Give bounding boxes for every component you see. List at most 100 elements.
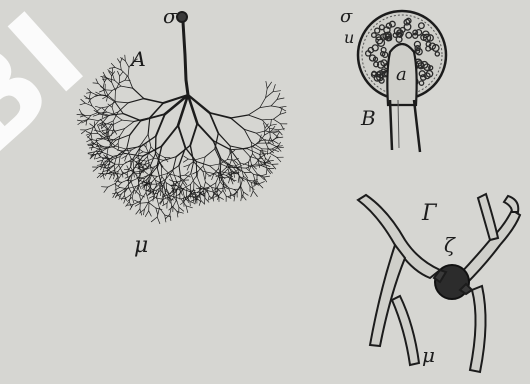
- hypha-branch: [128, 99, 144, 103]
- hypha-branch: [210, 166, 219, 173]
- hypha-branch: [113, 120, 122, 125]
- hypha-branch: [205, 182, 211, 187]
- hypha-branch: [186, 206, 192, 208]
- hypha-branch: [179, 207, 184, 211]
- hypha-branch: [178, 175, 185, 176]
- hypha-branch: [170, 214, 171, 220]
- hypha-branch: [120, 72, 123, 77]
- hypha-branch: [115, 102, 123, 114]
- hypha-branch: [266, 169, 267, 175]
- hypha-branch: [126, 202, 130, 207]
- hypha-branch: [163, 188, 164, 195]
- hypha-branch: [134, 171, 139, 180]
- hypha-branch: [131, 181, 135, 190]
- hypha-branch: [86, 132, 91, 134]
- hypha-branch: [152, 176, 157, 182]
- hypha-branch: [117, 59, 120, 63]
- hypha-branch: [143, 170, 148, 175]
- hypha-branch: [210, 113, 231, 118]
- hypha-branch: [140, 203, 148, 204]
- hypha-branch: [265, 140, 269, 148]
- hypha-branch: [280, 107, 286, 111]
- hypha-branch: [231, 149, 247, 150]
- hypha-branch: [106, 78, 112, 83]
- hypha-branch: [170, 206, 172, 215]
- hypha-branch: [280, 108, 282, 114]
- hypha-branch: [186, 188, 187, 196]
- hypha-branch: [259, 153, 270, 154]
- hypha-branch: [112, 107, 114, 114]
- hypha-branch: [106, 121, 113, 124]
- hypha-branch: [190, 124, 197, 146]
- hypha-branch: [277, 98, 284, 99]
- hypha-branch: [271, 124, 277, 125]
- hypha-branch: [191, 174, 194, 182]
- hypha-branch: [123, 114, 141, 121]
- hypha-branch: [115, 67, 121, 70]
- hypha-branch: [125, 161, 132, 162]
- hypha-branch: [143, 152, 148, 153]
- hypha-branch: [132, 178, 138, 181]
- hypha-branch: [135, 203, 140, 206]
- hypha-branch: [271, 106, 280, 108]
- hypha-branch: [234, 194, 235, 201]
- hypha-branch: [134, 171, 142, 172]
- hypha-branch: [157, 217, 160, 224]
- hypha-branch: [177, 212, 178, 218]
- hypha-branch: [149, 203, 156, 208]
- label-panel-a: А: [129, 47, 146, 71]
- sporangium-head: [177, 12, 187, 22]
- panel-a-stalk: [177, 12, 188, 95]
- hypha-branch: [77, 120, 82, 121]
- hypha-branch: [273, 91, 281, 92]
- hypha-branch: [251, 191, 254, 197]
- hypha-branch: [206, 173, 210, 177]
- hypha-branch: [146, 147, 149, 153]
- hypha-branch: [196, 157, 206, 160]
- hypha-branch: [138, 188, 140, 194]
- hypha-branch: [118, 103, 128, 112]
- hypha-branch: [127, 205, 134, 206]
- hypha-branch: [243, 192, 248, 195]
- hypha-branch: [273, 133, 277, 137]
- hypha-branch: [103, 79, 108, 80]
- hypha-branch: [147, 167, 157, 180]
- hypha-branch: [203, 191, 205, 198]
- label-a-b: a: [396, 64, 407, 85]
- hypha-branch: [181, 191, 183, 195]
- label-panel-g: Г: [421, 201, 438, 226]
- hypha-branch: [127, 166, 129, 170]
- hypha-branch: [241, 195, 242, 201]
- hypha-branch: [89, 119, 99, 121]
- hypha-branch: [99, 152, 101, 157]
- hypha-branch: [277, 93, 280, 99]
- hypha-branch: [173, 200, 176, 207]
- hypha-branch: [260, 98, 266, 108]
- hypha-branch: [149, 211, 152, 216]
- hypha-branch: [177, 212, 183, 214]
- hypha-branch: [194, 182, 199, 187]
- hypha-branch: [205, 149, 215, 157]
- hypha-branch: [125, 61, 129, 68]
- hypha-branch: [251, 183, 253, 191]
- hypha-branch: [237, 186, 240, 192]
- hypha-branch: [120, 63, 121, 70]
- hypha-branch: [269, 143, 277, 147]
- hypha-branch: [256, 131, 265, 133]
- hypha-branch: [148, 118, 150, 135]
- hypha-branch: [91, 134, 92, 140]
- hypha-branch: [128, 67, 129, 76]
- hypha-branch: [122, 120, 134, 121]
- hypha-branch: [247, 180, 253, 181]
- hypha-branch: [204, 198, 205, 204]
- hypha-branch: [259, 182, 265, 184]
- hypha-branch: [140, 149, 143, 151]
- hypha-branch: [111, 63, 115, 67]
- hypha-branch: [273, 119, 280, 124]
- hypha-branch: [124, 198, 126, 203]
- hypha-branch: [270, 153, 277, 157]
- hypha-branch: [253, 191, 257, 197]
- hypha-branch: [125, 76, 127, 80]
- hypha-branch: [151, 217, 157, 222]
